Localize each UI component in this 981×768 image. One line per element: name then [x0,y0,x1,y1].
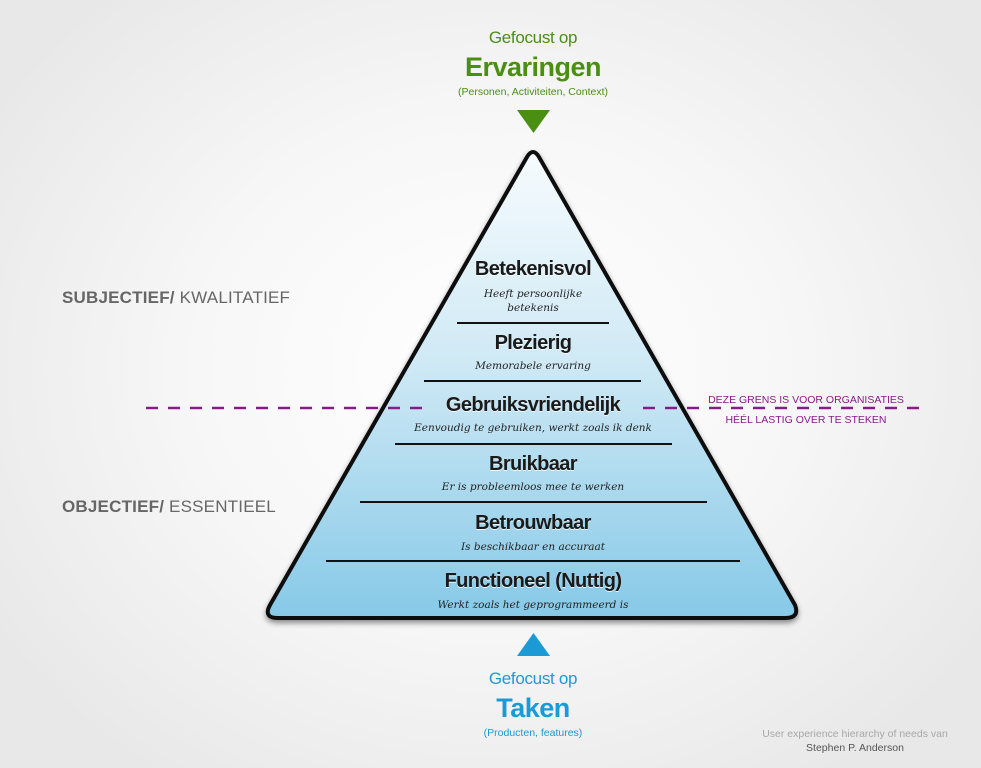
level-title-betekenisvol: Betekenisvol [474,258,592,280]
bottom-focus-title: Taken [496,693,570,723]
credit-author: Stephen P. Anderson [806,742,904,754]
objective-label: OBJECTIEF/ ESSENTIEEL [62,497,276,517]
level-desc-line: betekenis [507,302,559,314]
triangle-down-icon [517,110,550,133]
level-title-plezierig: Plezierig [494,332,572,354]
level-desc-bruikbaar: Er is probleemloos mee te werken [441,481,625,493]
triangle-up-icon [517,633,550,656]
credit-line: User experience hierarchy of needs van [762,728,948,740]
level-desc-gebruiksvriendelijk: Eenvoudig te gebruiken, werkt zoals ik d… [414,422,652,434]
level-desc-betekenisvol: Heeft persoonlijke betekenis [0,287,981,315]
top-focus-note: (Personen, Activiteiten, Context) [458,86,608,98]
bottom-focus-subtitle: Gefocust op [488,669,578,688]
level-desc-betrouwbaar: Is beschikbaar en accuraat [460,541,606,553]
objective-label-light: ESSENTIEEL [164,497,276,516]
level-title-bruikbaar: Bruikbaar [489,453,578,475]
objective-label-bold: OBJECTIEF/ [62,497,165,516]
boundary-note-line1: DEZE GRENS IS VOOR ORGANISATIES [708,394,904,406]
level-title-gebruiksvriendelijk: Gebruiksvriendelijk [445,394,621,416]
subjective-label-light: KWALITATIEF [174,288,291,307]
top-focus-subtitle: Gefocust op [488,28,578,47]
bottom-focus-note: (Producten, features) [483,727,583,739]
top-focus-title: Ervaringen [464,52,602,82]
level-title-functioneel: Functioneel (Nuttig) [444,570,622,592]
subjective-label-bold: SUBJECTIEF/ [62,288,175,307]
level-desc-line: Heeft persoonlijke [483,288,583,300]
subjective-label: SUBJECTIEF/ KWALITATIEF [62,288,290,308]
level-desc-functioneel: Werkt zoals het geprogrammeerd is [437,599,629,611]
level-title-betrouwbaar: Betrouwbaar [475,512,591,534]
level-desc-plezierig: Memorabele ervaring [475,360,591,372]
boundary-note-line2: HÉÉL LASTIG OVER TE STEKEN [725,414,887,426]
